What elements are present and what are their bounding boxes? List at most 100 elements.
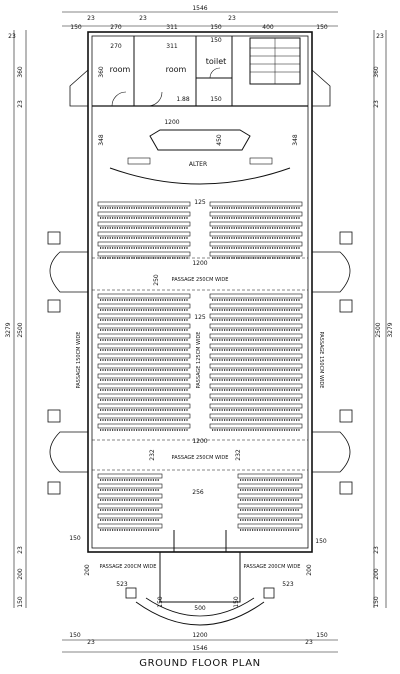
dim-p-150l: 150 — [69, 535, 81, 542]
room-labels: room room toilet ALTER PASSAGE 250CM WID… — [76, 57, 324, 570]
pew-row — [97, 513, 163, 519]
pew-row — [209, 333, 303, 339]
dim-top-23c: 23 — [228, 15, 236, 22]
dim-p-232b: 232 — [235, 449, 242, 461]
dim-in-188: 1.88 — [176, 96, 190, 103]
pew-row — [209, 251, 303, 257]
pew-row — [209, 343, 303, 349]
dim-b-150b: 150 — [233, 596, 240, 608]
dim-left-360: 360 — [17, 66, 24, 78]
dim-left-23b: 23 — [17, 100, 24, 108]
pew-row — [97, 473, 163, 479]
dim-p-125b: 125 — [194, 314, 206, 321]
pew-row — [97, 323, 191, 329]
dim-bot-1546: 1546 — [192, 645, 207, 652]
dim-bot-23a: 23 — [87, 639, 95, 646]
passage-bottom-right: PASSAGE 200CM WIDE — [244, 564, 301, 570]
passage-left: PASSAGE 150CM WIDE — [76, 332, 82, 389]
dim-right-2500: 2500 — [375, 322, 382, 337]
pew-row — [209, 423, 303, 429]
pew-row — [97, 493, 163, 499]
passage-bottom-left: PASSAGE 200CM WIDE — [100, 564, 157, 570]
passage-center: PASSAGE 125CM WIDE — [196, 332, 202, 389]
dim-top-23b: 23 — [139, 15, 147, 22]
dim-p-150r: 150 — [315, 538, 327, 545]
dim-alt-348b: 348 — [292, 134, 299, 146]
dim-b-200a: 200 — [84, 564, 91, 576]
dim-top-270: 270 — [110, 24, 122, 31]
dim-top-150b: 150 — [210, 24, 222, 31]
dim-top-total: 1546 — [192, 5, 207, 12]
pew-row — [209, 403, 303, 409]
dim-alt-348a: 348 — [98, 134, 105, 146]
passage-mid-2: PASSAGE 250CM WIDE — [172, 455, 229, 461]
pew-row — [97, 363, 191, 369]
pew-row — [209, 383, 303, 389]
pew-row — [97, 393, 191, 399]
pew-row — [97, 313, 191, 319]
dim-right-150: 150 — [373, 596, 380, 608]
dim-b-523b: 523 — [282, 581, 294, 588]
pew-row — [237, 483, 303, 489]
pew-row — [97, 231, 191, 237]
dim-p-1200b: 1200 — [192, 438, 207, 445]
dim-p-250a: 250 — [153, 274, 160, 286]
dim-p-256: 256 — [192, 489, 204, 496]
pew-row — [209, 211, 303, 217]
dim-top-23a: 23 — [87, 15, 95, 22]
dim-right-360: 360 — [373, 66, 380, 78]
alter-label: ALTER — [189, 161, 207, 168]
pew-row — [97, 383, 191, 389]
pew-row — [237, 503, 303, 509]
pew-row — [97, 211, 191, 217]
pew-row — [97, 333, 191, 339]
dimension-labels: 1546 23 23 23 150 270 311 150 400 150 27… — [5, 5, 394, 652]
dim-in-270: 270 — [110, 43, 122, 50]
pew-row — [209, 231, 303, 237]
dim-in-150b: 150 — [210, 96, 222, 103]
pew-row — [97, 343, 191, 349]
dim-right-3279: 3279 — [387, 322, 394, 337]
dim-left-23: 23 — [8, 33, 16, 40]
pew-row — [209, 303, 303, 309]
pew-row — [209, 293, 303, 299]
dim-bot-23b: 23 — [305, 639, 313, 646]
dim-in-150: 150 — [210, 37, 222, 44]
pew-row — [97, 423, 191, 429]
toilet-label: toilet — [206, 57, 227, 66]
dim-top-311: 311 — [166, 24, 178, 31]
pew-row — [97, 293, 191, 299]
dim-b-200b: 200 — [306, 564, 313, 576]
dim-b-500: 500 — [194, 605, 206, 612]
pew-row — [97, 221, 191, 227]
pew-row — [97, 483, 163, 489]
dim-right-23b: 23 — [373, 100, 380, 108]
dim-alt-1200: 1200 — [164, 119, 179, 126]
dim-top-150c: 150 — [316, 24, 328, 31]
pew-row — [209, 393, 303, 399]
pews-group — [97, 201, 303, 531]
dim-left-200: 200 — [17, 568, 24, 580]
dim-p-1200a: 1200 — [192, 260, 207, 267]
dim-right-23c: 23 — [373, 546, 380, 554]
dim-bot-150b: 150 — [316, 632, 328, 639]
room-2-label: room — [166, 65, 187, 74]
pew-row — [97, 413, 191, 419]
pew-row — [97, 373, 191, 379]
pew-row — [97, 241, 191, 247]
pew-row — [97, 523, 163, 529]
dim-right-23: 23 — [376, 33, 384, 40]
pew-row — [209, 323, 303, 329]
pew-row — [209, 241, 303, 247]
pew-row — [209, 353, 303, 359]
dim-left-3279: 3279 — [5, 322, 12, 337]
pew-row — [237, 473, 303, 479]
dim-in-311: 311 — [166, 43, 178, 50]
dim-top-400: 400 — [262, 24, 274, 31]
pew-row — [209, 221, 303, 227]
pew-row — [209, 413, 303, 419]
dim-bot-150a: 150 — [69, 632, 81, 639]
pew-row — [209, 363, 303, 369]
pew-row — [97, 201, 191, 207]
